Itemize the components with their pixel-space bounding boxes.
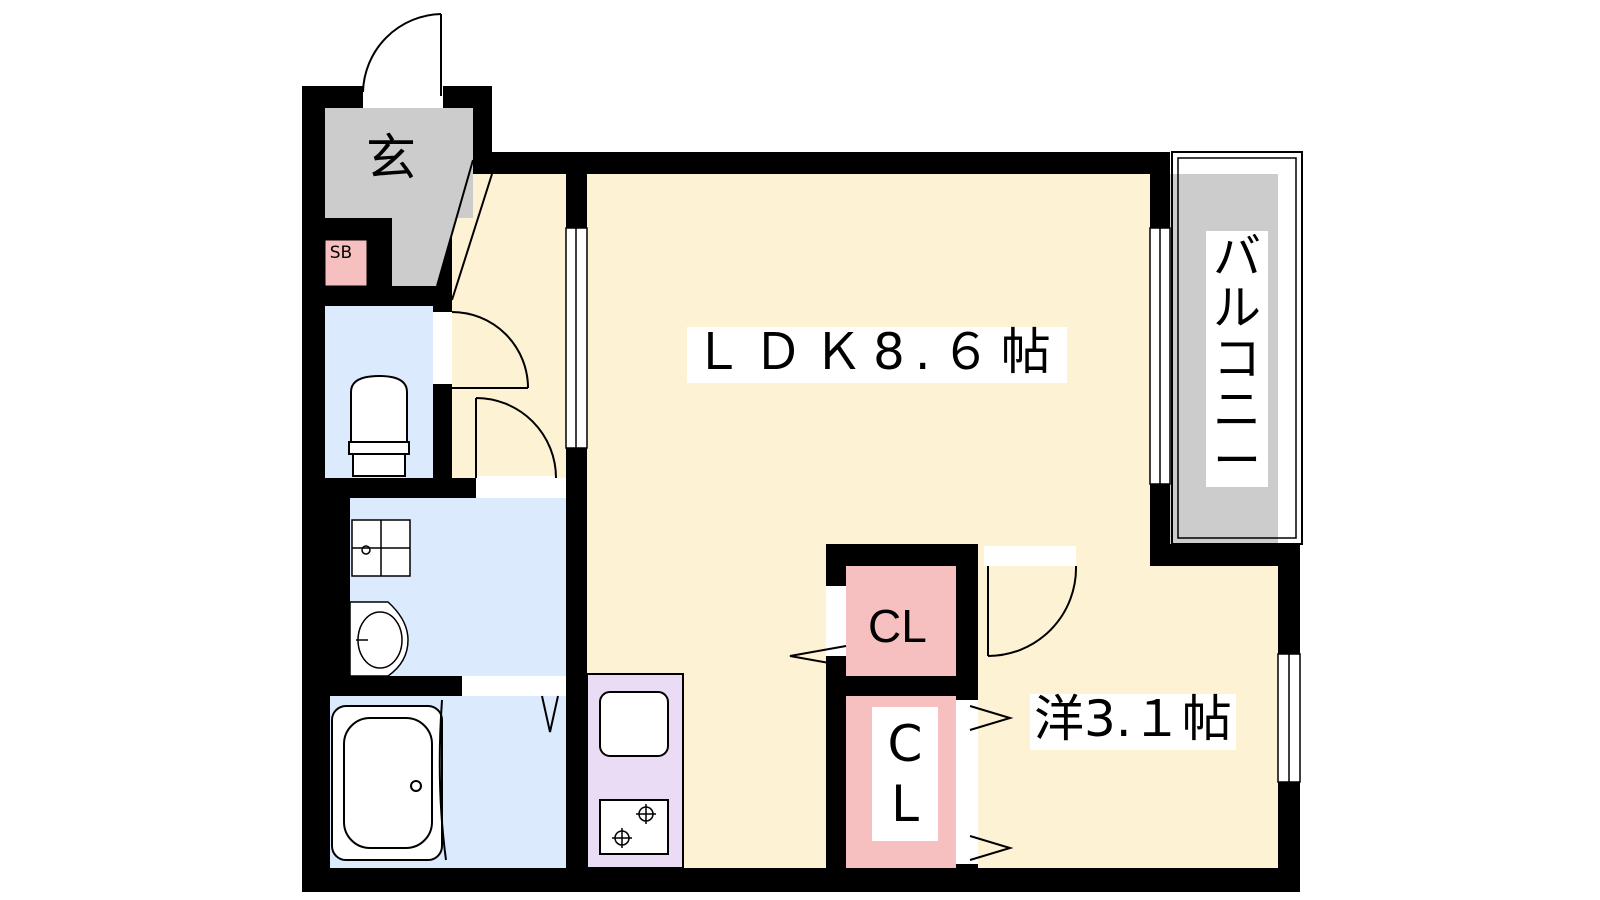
western-door-swing — [987, 565, 1078, 657]
closet-large-label-c: C — [887, 715, 923, 773]
closet-small-label: CL — [868, 600, 927, 652]
toilet-door-gap — [433, 312, 452, 384]
ldk-room-label: ＬＤＫ8.６帖 — [687, 327, 1067, 383]
toilet-door-swing — [451, 311, 529, 389]
front-door-gap — [363, 86, 443, 108]
balcony-label-char-2: ル — [1212, 279, 1261, 336]
shoe-box-label: SB — [329, 243, 353, 263]
entrance-label: 玄 — [366, 129, 416, 187]
balcony-label-char-5: ー — [1212, 433, 1261, 490]
closet-large-door-gap-1 — [956, 700, 978, 780]
balcony-label: バ ル コ ニ ー — [1206, 231, 1268, 487]
washroom-door-swing — [475, 397, 557, 479]
bathroom-door-gap — [462, 676, 558, 696]
balcony-rail-inner — [1177, 157, 1297, 539]
entrance-floor-angled — [325, 108, 473, 286]
western-door-gap — [984, 546, 1076, 566]
balcony-label-char-1: バ — [1212, 228, 1261, 285]
bathroom-door-fold — [541, 695, 559, 733]
shoe-box — [324, 239, 368, 287]
closet-large-door-fold-1 — [969, 705, 1014, 731]
balcony-label-char-4: ニ — [1212, 382, 1261, 439]
closet-small-door-gap — [826, 586, 846, 656]
western-room-label: 洋3.１帖 — [1030, 694, 1236, 750]
closet-large-label-l: L — [891, 775, 919, 833]
balcony-rail — [1171, 151, 1303, 545]
closet-large-door-gap-2 — [956, 780, 978, 864]
wall-outer-north — [492, 152, 1168, 174]
washroom-door-gap — [476, 476, 556, 498]
wall-corridor-ldk-lower — [566, 478, 587, 868]
entrance-step-edge — [436, 159, 474, 287]
wash-basin-icon — [349, 601, 409, 677]
kitchen-sink-icon — [599, 691, 669, 757]
closet-small-door-fold — [789, 645, 847, 667]
washing-machine-icon — [351, 519, 411, 577]
toilet-icon — [348, 374, 410, 477]
front-door-swing — [362, 13, 442, 93]
bathroom-partition-curve — [438, 699, 447, 861]
balcony-label-char-3: コ — [1212, 330, 1261, 387]
wall-outer-south — [302, 868, 1300, 892]
gas-stove-icon — [599, 799, 669, 855]
entrance-step-edge-2 — [451, 173, 493, 301]
closet-small — [846, 566, 956, 676]
closet-large-door-fold-2 — [969, 835, 1014, 861]
bathtub-icon — [331, 705, 443, 861]
closet-large-label: C L — [872, 707, 938, 841]
